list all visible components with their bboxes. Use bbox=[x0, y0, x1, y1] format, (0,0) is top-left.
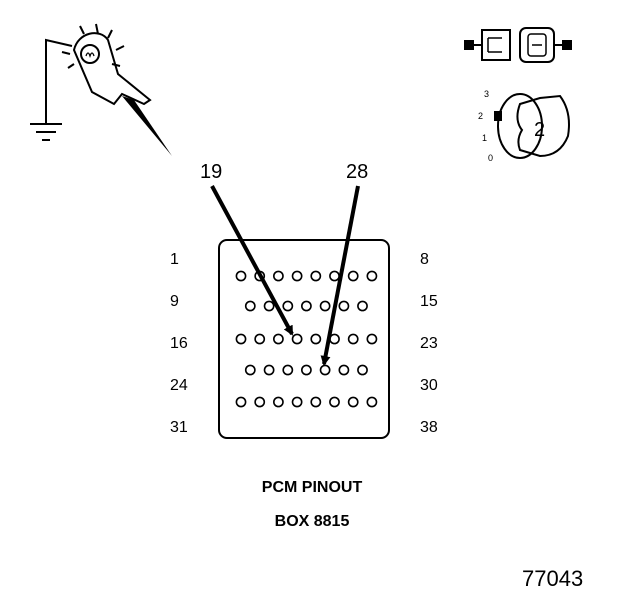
row-label-right-38: 38 bbox=[420, 419, 438, 436]
row-labels-left: 1 9 16 24 31 bbox=[170, 251, 188, 436]
arrow-to-pin-19 bbox=[210, 185, 294, 336]
connector-pin bbox=[254, 396, 266, 408]
connector-pin bbox=[310, 333, 322, 345]
connector-pin bbox=[272, 333, 284, 345]
connector-pin bbox=[291, 270, 303, 282]
connector-pin bbox=[366, 333, 378, 345]
row-label-left-9: 9 bbox=[170, 293, 179, 310]
pcm-connector bbox=[218, 239, 390, 439]
row-label-left-1: 1 bbox=[170, 251, 179, 268]
ignition-key-switch-icon: 3 2 1 0 2 bbox=[478, 89, 570, 163]
key-position-1: 1 bbox=[482, 133, 487, 143]
connector-pin bbox=[347, 396, 359, 408]
connector-pin bbox=[319, 300, 331, 312]
row-labels-right: 8 15 23 30 38 bbox=[420, 251, 438, 436]
pin-callout-19: 19 bbox=[200, 161, 222, 183]
connector-pin bbox=[282, 364, 294, 376]
row-label-right-15: 15 bbox=[420, 293, 438, 310]
pin-callout-28: 28 bbox=[346, 161, 368, 183]
key-position-2: 2 bbox=[478, 111, 483, 121]
key-position-3: 3 bbox=[484, 89, 489, 99]
connector-pin bbox=[235, 270, 247, 282]
connector-pins bbox=[235, 270, 378, 408]
connector-pin bbox=[310, 270, 322, 282]
connector-pin bbox=[254, 333, 266, 345]
connector-pin bbox=[338, 364, 350, 376]
connector-pin bbox=[300, 300, 312, 312]
figure-number: 77043 bbox=[522, 566, 583, 591]
connector-pin bbox=[338, 300, 350, 312]
connector-pin bbox=[244, 300, 256, 312]
connector-pin bbox=[310, 396, 322, 408]
key-position-0: 0 bbox=[488, 153, 493, 163]
connector-disconnected-icon bbox=[464, 27, 572, 63]
connector-pin bbox=[319, 364, 331, 376]
connector-pin bbox=[291, 333, 303, 345]
row-label-left-24: 24 bbox=[170, 377, 188, 394]
row-label-right-30: 30 bbox=[420, 377, 438, 394]
row-label-right-23: 23 bbox=[420, 335, 438, 352]
connector-pin bbox=[357, 364, 368, 376]
connector-pin bbox=[329, 270, 340, 282]
arrow-to-pin-28 bbox=[320, 185, 360, 366]
row-label-left-31: 31 bbox=[170, 419, 188, 436]
connector-pin bbox=[263, 364, 275, 376]
connector-pin bbox=[282, 300, 294, 312]
connector-pin bbox=[272, 270, 284, 282]
connector-pin bbox=[366, 396, 378, 408]
connector-pin bbox=[235, 333, 247, 345]
row-label-left-16: 16 bbox=[170, 335, 188, 352]
connector-pin bbox=[235, 396, 247, 408]
connector-pin bbox=[291, 396, 303, 408]
connector-pin bbox=[300, 364, 312, 376]
connector-pin bbox=[329, 396, 340, 408]
row-label-right-8: 8 bbox=[420, 251, 429, 268]
connector-pin bbox=[263, 300, 275, 312]
caption-line-1: PCM PINOUT bbox=[262, 479, 363, 496]
key-selected-position: 2 bbox=[534, 119, 545, 141]
connector-pin bbox=[347, 270, 359, 282]
connector-pin bbox=[347, 333, 359, 345]
caption-line-2: BOX 8815 bbox=[275, 513, 350, 530]
connector-pin bbox=[366, 270, 378, 282]
connector-pin bbox=[272, 396, 284, 408]
test-light-icon bbox=[30, 23, 172, 156]
connector-pin bbox=[244, 364, 256, 376]
connector-pin bbox=[357, 300, 368, 312]
